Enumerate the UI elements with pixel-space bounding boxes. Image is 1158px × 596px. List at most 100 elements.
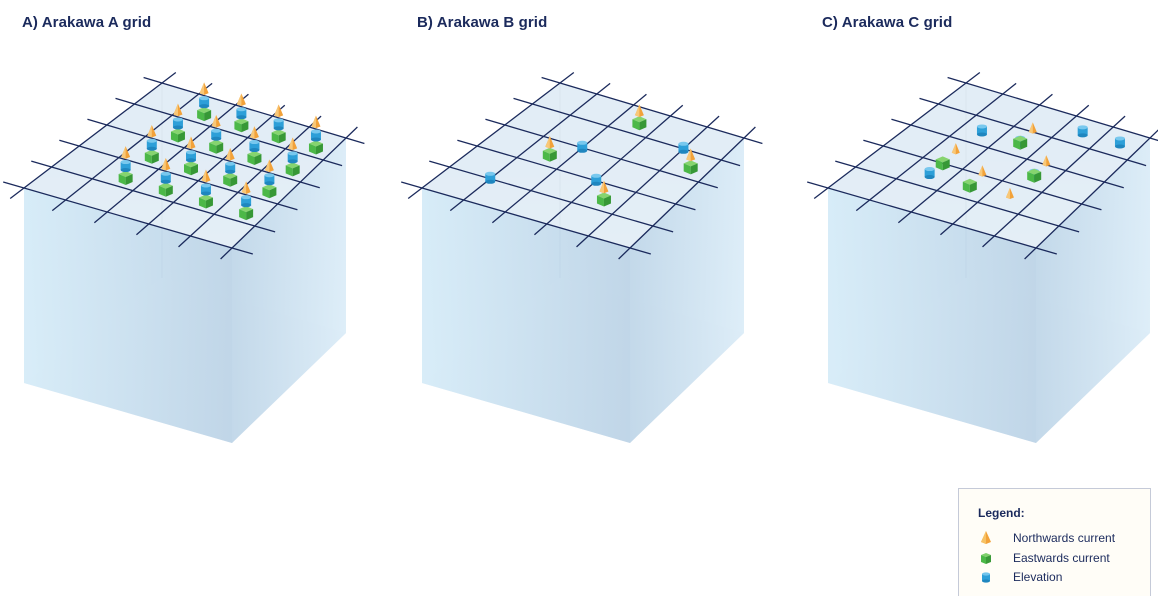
northwards-current-marker — [288, 137, 298, 151]
grid-line — [541, 76, 763, 145]
northwards-current-marker — [121, 146, 131, 159]
panel-c-title: C) Arakawa C grid — [822, 14, 953, 31]
grid-line — [136, 104, 286, 236]
panel-a-title: A) Arakawa A grid — [22, 14, 152, 31]
legend-title: Legend: — [978, 506, 1025, 520]
legend-box: Legend: Northwards current Eastwards cur… — [958, 488, 1151, 596]
northwards-current-marker — [978, 165, 987, 177]
elevation-marker — [287, 151, 298, 164]
grid-line — [982, 115, 1126, 248]
grid-line — [947, 76, 1158, 142]
northwards-current-marker — [311, 115, 321, 129]
eastwards-current-marker — [239, 206, 254, 221]
grid-line — [1024, 129, 1158, 260]
eastwards-current-marker — [197, 107, 212, 122]
elevation-marker — [485, 171, 496, 184]
top-grid — [401, 71, 763, 260]
panel-c-cube — [807, 71, 1158, 443]
eastwards-current-marker — [144, 149, 159, 164]
elevation-marker — [249, 140, 260, 153]
grid-line — [407, 71, 575, 200]
northwards-current-marker — [599, 180, 609, 194]
northwards-current-marker — [249, 126, 259, 139]
grid-line — [807, 181, 1057, 255]
eastwards-current-marker — [271, 129, 286, 144]
northwards-current-marker — [211, 114, 221, 128]
eastwards-current-marker — [596, 192, 611, 207]
northwards-current-marker — [199, 82, 209, 95]
northwards-current-marker — [236, 93, 246, 107]
northwards-current-marker — [1028, 122, 1037, 134]
eastwards-current-marker — [632, 116, 647, 131]
grid-line — [429, 160, 674, 233]
grid-line — [59, 139, 298, 211]
grid-line — [3, 181, 253, 255]
orange-cone-icon — [981, 531, 991, 544]
grid-line — [449, 82, 611, 212]
grid-line — [87, 118, 320, 189]
grid-line — [513, 97, 741, 167]
panel-b-cube — [401, 71, 763, 443]
northwards-current-marker — [1005, 187, 1014, 200]
eastwards-current-marker — [118, 171, 133, 186]
elevation-marker — [225, 161, 236, 174]
eastwards-current-marker — [262, 184, 277, 199]
grid-line — [618, 126, 756, 260]
panel-a-cube — [3, 71, 365, 443]
northwards-current-marker — [241, 181, 251, 194]
grid-line — [576, 115, 720, 248]
northwards-current-marker — [545, 135, 555, 149]
green-cube-icon — [981, 553, 991, 564]
blue-cylinder-icon — [982, 572, 990, 583]
elevation-marker — [924, 167, 935, 180]
northwards-current-marker — [201, 169, 211, 183]
grid-line — [51, 82, 213, 212]
grid-line — [178, 115, 322, 248]
panel-b-title: B) Arakawa B grid — [417, 14, 548, 31]
elevation-marker — [310, 129, 321, 142]
grid-line — [457, 139, 696, 211]
northwards-current-marker — [686, 148, 696, 162]
elevation-marker — [241, 195, 252, 208]
cube-right-face — [232, 138, 346, 443]
elevation-marker — [146, 138, 157, 151]
elevation-marker — [591, 173, 602, 186]
northwards-current-marker — [274, 104, 284, 118]
eastwards-current-marker — [184, 161, 198, 176]
grid-markers — [485, 104, 698, 207]
grid-line — [485, 118, 718, 189]
cube-right-face — [630, 138, 744, 443]
elevation-marker — [976, 124, 987, 137]
legend-label-eastwards: Eastwards current — [1013, 551, 1110, 565]
elevation-marker — [264, 173, 275, 186]
eastwards-current-marker — [247, 151, 262, 166]
legend-label-elevation: Elevation — [1013, 570, 1063, 584]
grid-line — [534, 104, 684, 236]
eastwards-current-marker — [223, 172, 238, 187]
eastwards-current-marker — [1027, 168, 1042, 183]
cube-left-face — [422, 188, 630, 443]
cube-top-face — [422, 83, 744, 248]
elevation-marker — [1114, 136, 1125, 149]
northwards-current-marker — [225, 147, 235, 161]
elevation-marker — [172, 117, 183, 130]
eastwards-current-marker — [683, 160, 698, 175]
grid-line — [31, 160, 276, 233]
eastwards-current-marker — [170, 128, 185, 143]
legend-label-northwards: Northwards current — [1013, 531, 1116, 545]
grid-line — [115, 97, 343, 167]
grid-line — [855, 82, 1017, 212]
northwards-current-marker — [147, 124, 157, 138]
eastwards-current-marker — [542, 147, 557, 162]
northwards-current-marker — [951, 143, 960, 155]
cube-top-face — [828, 83, 1150, 248]
northwards-current-marker — [264, 159, 274, 173]
eastwards-current-marker — [158, 182, 173, 197]
elevation-marker — [273, 118, 284, 131]
eastwards-current-marker — [962, 178, 977, 193]
eastwards-current-marker — [285, 162, 300, 177]
eastwards-current-marker — [234, 118, 249, 133]
grid-line — [891, 118, 1124, 189]
northwards-current-marker — [186, 136, 196, 150]
